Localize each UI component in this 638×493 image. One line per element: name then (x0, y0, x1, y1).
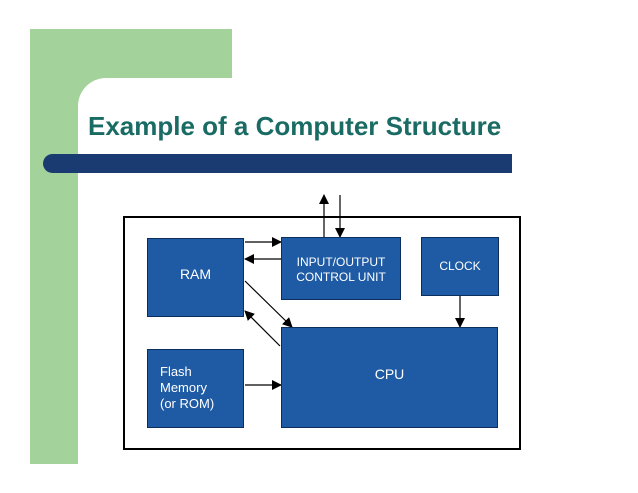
arrow-cpu-to-ram (244, 310, 281, 347)
slide-title: Example of a Computer Structure (88, 111, 502, 141)
flash-memory-block: Flash Memory (or ROM) (147, 349, 244, 428)
arrow-ram-to-cpu (244, 280, 293, 328)
ram-block: RAM (147, 238, 244, 317)
flash-memory-label: Flash Memory (or ROM) (160, 364, 215, 411)
title-underline-bar (43, 154, 512, 173)
clock-label: CLOCK (439, 259, 481, 273)
cpu-block: CPU (281, 327, 498, 428)
io-control-unit-block: INPUT/OUTPUT CONTROL UNIT (281, 237, 401, 300)
clock-block: CLOCK (421, 237, 499, 296)
cpu-label: CPU (374, 366, 405, 382)
ram-label: RAM (179, 266, 212, 282)
io-control-unit-label: INPUT/OUTPUT CONTROL UNIT (296, 255, 386, 284)
